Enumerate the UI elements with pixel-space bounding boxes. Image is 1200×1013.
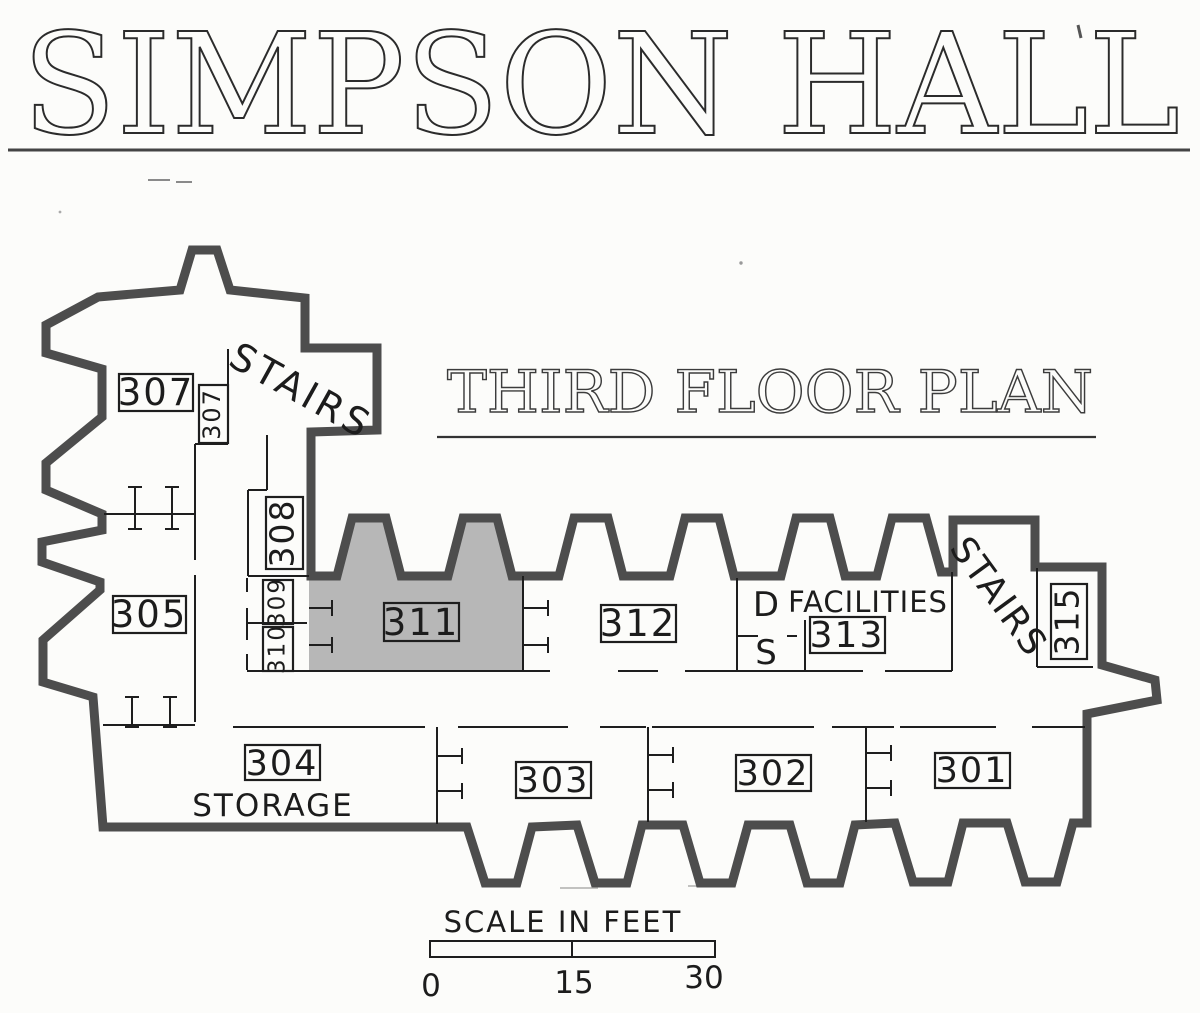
room-304-label-box bbox=[243, 743, 322, 782]
room-312-label-box bbox=[599, 603, 678, 644]
room-310-label-box bbox=[261, 625, 295, 673]
room-308-label-box bbox=[264, 495, 305, 571]
room-301-label: 301 bbox=[936, 751, 1009, 791]
room-315-label: 315 bbox=[1048, 587, 1087, 656]
room-302-label: 302 bbox=[737, 754, 810, 794]
fountain-d-label: D bbox=[753, 585, 779, 625]
room-309-label-box bbox=[261, 578, 295, 626]
room-313-label-box bbox=[808, 615, 887, 655]
room-303-label: 303 bbox=[517, 761, 590, 801]
sink-s-label: S bbox=[755, 633, 777, 673]
scale-caption: SCALE IN FEET bbox=[444, 905, 683, 939]
room-307-label-box bbox=[117, 372, 195, 413]
scale-tick-30: 30 bbox=[684, 960, 723, 996]
room-307-door-tag-box bbox=[197, 383, 230, 445]
scale-bar: SCALE IN FEET 0 15 30 bbox=[421, 905, 724, 1004]
facilities-label: FACILITIES bbox=[788, 585, 948, 619]
room-303-label-box bbox=[514, 760, 593, 800]
room-311-label: 311 bbox=[383, 601, 460, 644]
room-315-label-box bbox=[1049, 582, 1089, 661]
scale-tick-15: 15 bbox=[554, 965, 593, 1001]
room-308-label: 308 bbox=[263, 499, 302, 568]
room-309-label: 309 bbox=[265, 577, 291, 627]
interior-walls bbox=[103, 349, 1093, 824]
scale-tick-0: 0 bbox=[421, 968, 441, 1004]
room-302-label-box bbox=[734, 753, 813, 793]
room-313-label: 313 bbox=[810, 615, 885, 656]
door-marks bbox=[125, 486, 892, 799]
room-305-label-box bbox=[111, 594, 188, 635]
room-310-label: 310 bbox=[265, 624, 291, 674]
room-311-label-box bbox=[382, 601, 461, 643]
plan-subtitle: THIRD FLOOR PLAN bbox=[447, 358, 1093, 426]
room-307-label: 307 bbox=[118, 371, 195, 414]
outer-wall bbox=[37, 245, 1162, 888]
room-311-highlight bbox=[309, 518, 523, 671]
storage-label: STORAGE bbox=[192, 788, 354, 824]
room-307-door-tag: 307 bbox=[198, 388, 226, 440]
page-title: SIMPSON HALL bbox=[22, 4, 1180, 167]
room-312-label: 312 bbox=[600, 602, 677, 645]
room-301-label-box bbox=[933, 751, 1012, 790]
room-305-label: 305 bbox=[111, 593, 188, 636]
room-304-label: 304 bbox=[246, 744, 319, 784]
